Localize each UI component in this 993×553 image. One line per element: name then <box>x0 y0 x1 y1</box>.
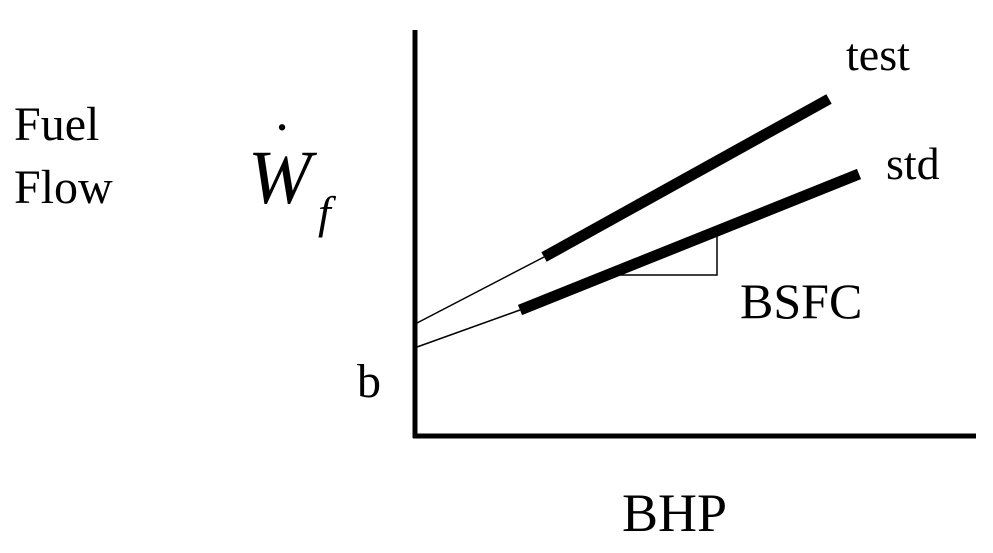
bsfc-slope-triangle <box>616 236 718 276</box>
std-line-label: std <box>886 138 940 189</box>
symbol-dot: ˙ <box>272 111 292 177</box>
x-axis-label: BHP <box>622 483 728 543</box>
test-extrapolation-line <box>416 256 545 324</box>
symbol-w: W <box>248 136 312 220</box>
y-axis-label-line2: Flow <box>14 161 113 214</box>
std-line <box>517 168 862 316</box>
test-line <box>541 94 832 262</box>
std-extrapolation-line <box>416 309 521 348</box>
symbol-subscript-f: f <box>318 187 331 238</box>
test-line-label: test <box>846 29 910 80</box>
y-axis-label-line1: Fuel <box>14 98 100 151</box>
intercept-label: b <box>357 355 381 408</box>
bsfc-slope-label: BSFC <box>740 273 863 329</box>
